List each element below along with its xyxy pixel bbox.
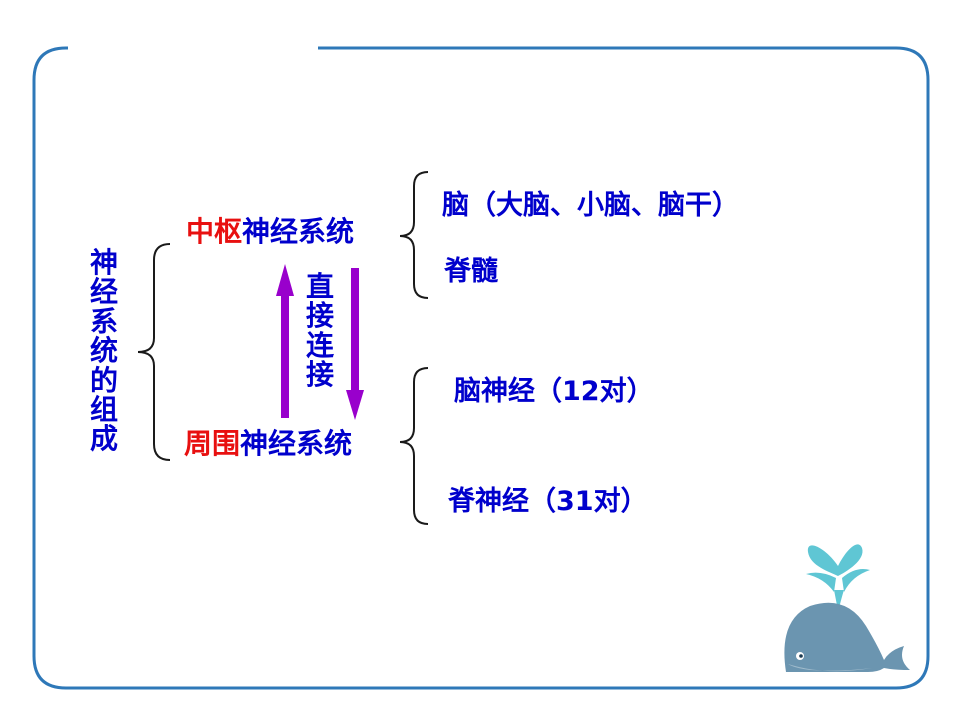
central-rest: 神经系统 xyxy=(242,215,355,248)
peripheral-child-cranial-nerves: 脑神经（12对） xyxy=(454,376,654,407)
central-node: 中枢神经系统 xyxy=(186,218,354,246)
root-label: 神经系统的组成 xyxy=(90,246,119,456)
central-highlight: 中枢 xyxy=(186,215,243,248)
peripheral-brace xyxy=(399,367,429,525)
central-child-brain: 脑（大脑、小脑、脑干） xyxy=(442,190,739,221)
arrow-down xyxy=(346,268,364,420)
root-brace xyxy=(137,243,171,461)
link-label: 直接连接 xyxy=(306,270,335,392)
whale-icon xyxy=(784,544,910,672)
peripheral-node: 周围神经系统 xyxy=(184,430,352,458)
slide-frame xyxy=(32,46,930,690)
peripheral-child-spinal-nerves: 脊神经（31对） xyxy=(448,486,648,517)
peripheral-rest: 神经系统 xyxy=(240,427,353,460)
central-brace xyxy=(399,171,429,299)
peripheral-highlight: 周围 xyxy=(184,427,241,460)
central-child-spinal-cord: 脊髓 xyxy=(444,256,498,287)
arrow-up xyxy=(276,264,294,418)
